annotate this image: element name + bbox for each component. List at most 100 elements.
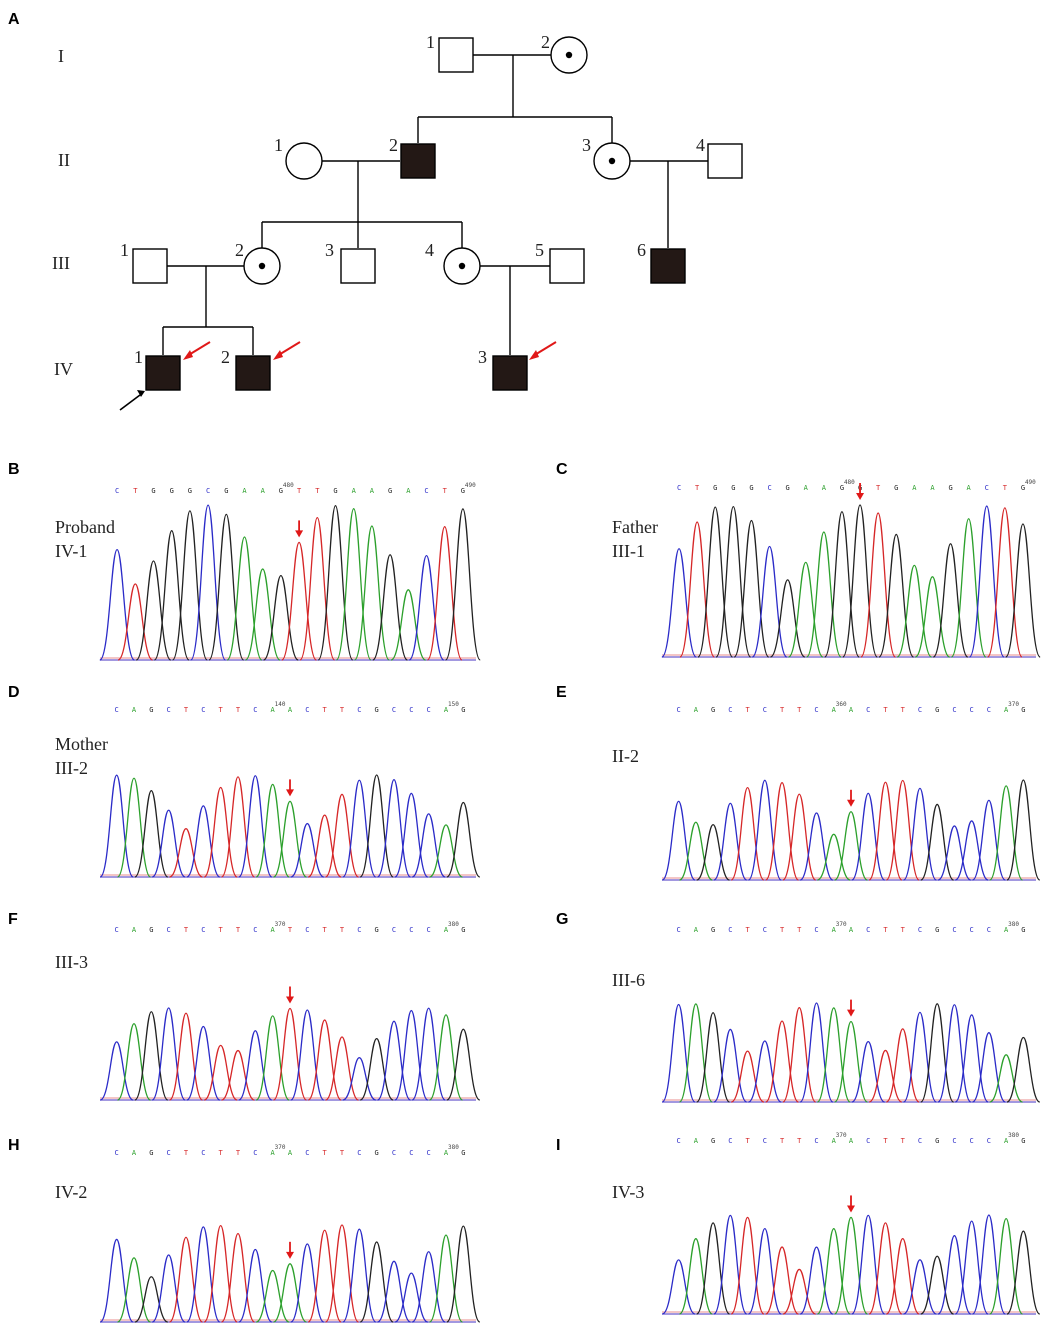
base-call: G [151,487,155,495]
trace-peak [896,564,933,658]
base-call: A [694,1137,699,1145]
base-call: T [184,926,189,934]
trace-peak [324,793,360,878]
trace-peak [446,801,481,878]
trace-peak [411,813,446,878]
base-call: G [279,487,283,495]
sample-label: IV-1 [55,541,87,561]
trace-peak [359,774,394,878]
trace-peak [99,1041,134,1101]
trace-peak [765,1246,799,1315]
base-call: C [167,1149,171,1157]
proband-arrow-icon [119,390,145,411]
trace-peak [376,779,412,878]
base-call: C [814,1137,818,1145]
sample-label: III-3 [55,952,88,972]
trace-peak [937,825,972,881]
panel-letter: D [8,684,20,701]
base-call: C [763,1137,767,1145]
trace-peak [730,1050,765,1103]
base-call: C [866,706,870,714]
trace-peak [799,812,834,881]
base-call: T [745,706,750,714]
base-call: C [201,706,205,714]
base-call: A [912,484,917,492]
trace-peak [244,568,281,661]
trace-peak [937,1004,972,1103]
base-call: T [323,926,328,934]
trace-peak [342,779,377,878]
base-call: A [832,926,837,934]
trace-peak [885,779,920,881]
panel-letter: G [556,911,568,928]
trace-peak [747,1227,782,1315]
trace-peak [868,781,903,881]
trace-peak [342,1057,377,1101]
trace-peak [255,1015,290,1101]
base-call: G [375,926,379,934]
sample-label: Proband [55,517,115,537]
individual-II-1: 1 [274,135,323,180]
base-call: T [340,706,345,714]
pedigree-lines [162,54,708,355]
trace-peak [394,1009,429,1101]
base-call: A [694,926,699,934]
base-call: A [132,1149,137,1157]
red-arrow-icon [529,341,557,360]
trace-peak [134,1276,169,1323]
trace-peak [376,1260,412,1323]
base-call: G [333,487,337,495]
trace-peak [290,1009,325,1101]
sample-label: IV-3 [612,1182,644,1202]
base-call: C [253,1149,257,1157]
base-call: G [894,484,898,492]
trace-peak [696,1012,731,1103]
trace-peak [171,510,208,661]
base-call: G [461,1149,465,1157]
base-call: T [1003,484,1008,492]
trace-peak [1005,523,1041,658]
base-call: A [822,484,827,492]
base-call: T [288,926,293,934]
trace-peak [226,536,263,661]
trace-peak [262,574,299,661]
trace-peak [221,1049,255,1101]
panel-letter: I [556,1137,560,1154]
base-call: C [409,926,413,934]
trace-peak [238,775,273,878]
trace-peak [151,1007,186,1101]
base-call: C [677,926,681,934]
base-call: C [427,1149,431,1157]
trace-peak [817,833,851,881]
trace-peak [989,785,1024,881]
base-call: T [297,487,302,495]
base-call: T [323,1149,328,1157]
individual-III-5: 5 [535,240,585,284]
individual-number: 3 [325,240,334,260]
panel-letter: E [556,684,567,701]
base-call: C [115,1149,119,1157]
position-marker: 480 [283,482,294,489]
trace-peak [816,1007,851,1103]
trace-peak [1006,1036,1041,1103]
trace-peak [307,1019,342,1101]
base-call: G [948,484,952,492]
sample-label: III-6 [612,970,645,990]
base-call: A [832,1137,837,1145]
base-call: T [797,1137,802,1145]
trace-peak [317,505,354,661]
trace-peak [376,1020,412,1101]
base-call: T [780,1137,785,1145]
base-call: G [149,926,153,934]
sample-label: III-1 [612,541,645,561]
trace-peak [678,1238,713,1315]
trace-peak [220,1232,256,1323]
base-call: T [901,706,906,714]
trace-peak [281,541,318,661]
trace-peak [868,1049,903,1103]
base-call: C [305,706,309,714]
trace-peak [696,823,730,881]
trace-peak [842,504,878,658]
base-call: C [253,926,257,934]
base-call: T [236,1149,241,1157]
